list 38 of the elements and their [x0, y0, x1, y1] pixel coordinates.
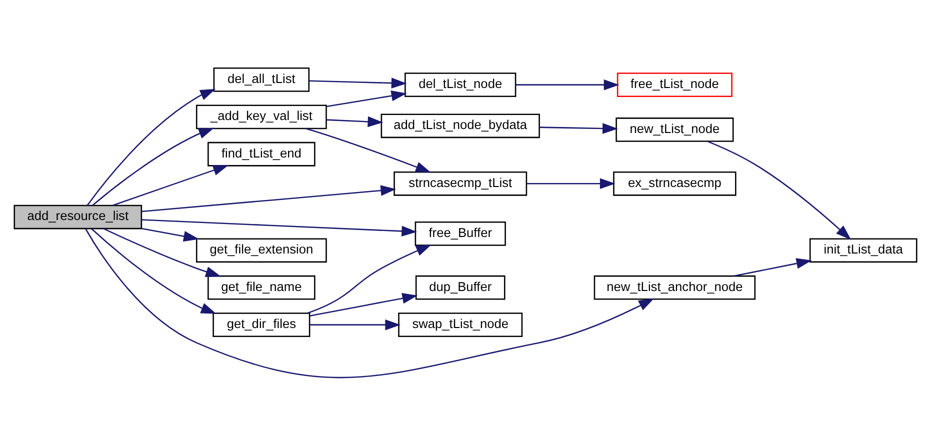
arrow: [310, 293, 418, 317]
node-box: _add_key_val_list: [196, 104, 327, 130]
arrow: [141, 228, 200, 242]
arrow: [734, 258, 812, 277]
node-box: get_file_name: [208, 275, 316, 300]
node-box: add_resource_list: [14, 204, 142, 230]
node-box: ex_strncasecmp: [613, 171, 736, 196]
arrow: [326, 116, 384, 128]
arrow: [539, 123, 618, 134]
arrow: [526, 178, 616, 190]
arrow: [141, 219, 418, 237]
arrow: [707, 140, 852, 240]
arrow: [141, 185, 396, 212]
arrow: [84, 228, 654, 378]
node-box: free_tList_node: [616, 72, 732, 98]
node-box: strncasecmp_tList: [394, 171, 528, 196]
arrow: [516, 79, 620, 90]
node-box: del_tList_node: [404, 72, 516, 98]
node-box: swap_tList_node: [398, 312, 523, 338]
node-box: free_Buffer: [414, 222, 506, 246]
arrow: [326, 90, 407, 108]
arrow: [309, 78, 407, 88]
arrow: [310, 319, 401, 330]
node-box: new_tList_node: [616, 118, 734, 142]
node-box: init_tList_data: [809, 238, 918, 263]
node-box: find_tList_end: [208, 142, 316, 166]
node-box: add_tList_node_bydata: [380, 114, 540, 138]
node-box: dup_Buffer: [415, 275, 506, 300]
node-box: del_all_tList: [213, 68, 310, 92]
node-box: new_tList_anchor_node: [594, 275, 756, 300]
arrow: [91, 228, 216, 314]
arrow: [103, 228, 222, 277]
arrow: [92, 128, 214, 206]
node-box: get_file_extension: [196, 238, 327, 263]
arrow: [306, 244, 432, 314]
arrow: [112, 165, 229, 206]
arrow: [86, 88, 216, 206]
node-box: get_dir_files: [212, 312, 310, 338]
